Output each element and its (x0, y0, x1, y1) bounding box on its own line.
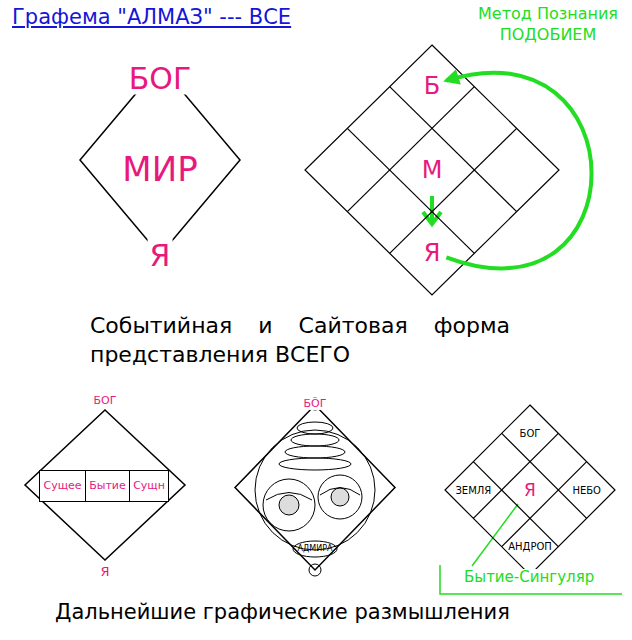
grid-line (347, 128, 474, 253)
diamond-text: Я (148, 239, 173, 272)
cell-text: Я (424, 240, 441, 266)
title: Графема "АЛМАЗ" --- ВСЕ (12, 6, 291, 29)
cell-text: Я (524, 481, 536, 500)
band-box: Бытие (85, 470, 130, 502)
cell-text: Б (424, 73, 440, 99)
grid-cell: Б (424, 73, 440, 99)
cell-text: БОГ (520, 428, 541, 439)
grid-cell: БОГ (520, 428, 541, 439)
cell-text: АНДРОП (508, 541, 552, 552)
diamond-outline (25, 410, 185, 560)
cosmos-illustration (255, 398, 375, 576)
band-text: Бытие (89, 480, 126, 492)
diamond-node: БОГЯСущееБытиеСущн (25, 410, 185, 560)
diamond-text: БОГ (127, 62, 194, 95)
grid-cell: ЗЕМЛЯ (455, 485, 491, 496)
grid-line (473, 433, 558, 518)
grid-line (502, 462, 587, 547)
grid-cell: М (422, 157, 443, 183)
band-text: Сущн (133, 480, 165, 492)
diamond-outline (445, 405, 615, 575)
diamond-text: БОГ (302, 398, 329, 410)
cell-text: ЗЕМЛЯ (455, 485, 491, 496)
grid-cell: НЕБО (572, 485, 601, 496)
diamond-outline (235, 405, 395, 570)
grid-cell: АНДРОП (508, 541, 552, 552)
grid-line (502, 433, 587, 518)
grid-line (473, 462, 558, 547)
grid-line (390, 87, 517, 212)
band-box: Сущее (39, 470, 86, 502)
section-note: Событийная и Сайтовая форма представлени… (90, 312, 510, 369)
grid-cell: Я (524, 481, 536, 500)
singular-note: Бытие-Сингуляр (462, 569, 596, 586)
diamond-text: БОГ (92, 395, 119, 407)
cell-text: НЕБО (572, 485, 601, 496)
diamond-text: МИР (120, 151, 199, 188)
diamond-node: БОГМИРЯ (80, 65, 240, 255)
grid-line (347, 87, 474, 212)
method-arrow (446, 73, 591, 269)
diamond-text: Я (98, 565, 111, 579)
diamond-grids (305, 45, 615, 575)
method-note: Метод Познания ПОДОБИЕМ (478, 4, 618, 46)
band-text: Сущее (43, 480, 81, 492)
diamond-outline (305, 45, 559, 295)
grid-cell: Я (424, 240, 441, 266)
oval-label: АДМИРА (298, 545, 333, 554)
cell-text: М (422, 157, 443, 183)
grid-line (390, 128, 517, 253)
caption: Дальнейшие графические размышления (55, 601, 510, 624)
pointer-arrow (423, 196, 441, 224)
band-box: Сущн (129, 470, 169, 502)
